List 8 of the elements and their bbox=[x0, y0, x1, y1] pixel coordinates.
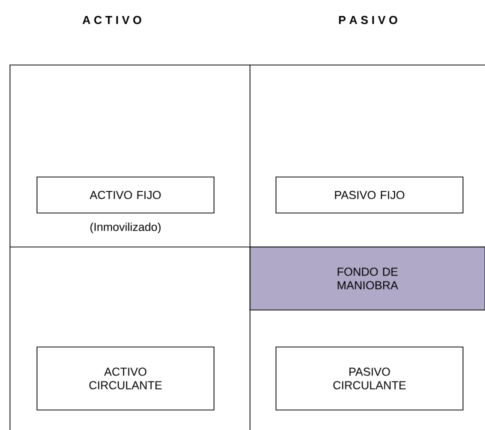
caption-text: (Inmovilizado) bbox=[90, 222, 161, 234]
highlighted-band: FONDO DE MANIOBRA bbox=[250, 246, 485, 310]
label-box: PASIVO FIJO bbox=[276, 176, 464, 214]
label-box: ACTIVO CIRCULANTE bbox=[36, 346, 214, 410]
label-box: PASIVO CIRCULANTE bbox=[276, 346, 464, 410]
column-heading: P A S I V O bbox=[339, 16, 398, 24]
label-box: ACTIVO FIJO bbox=[36, 176, 214, 214]
column-heading: A C T I V O bbox=[82, 16, 142, 24]
